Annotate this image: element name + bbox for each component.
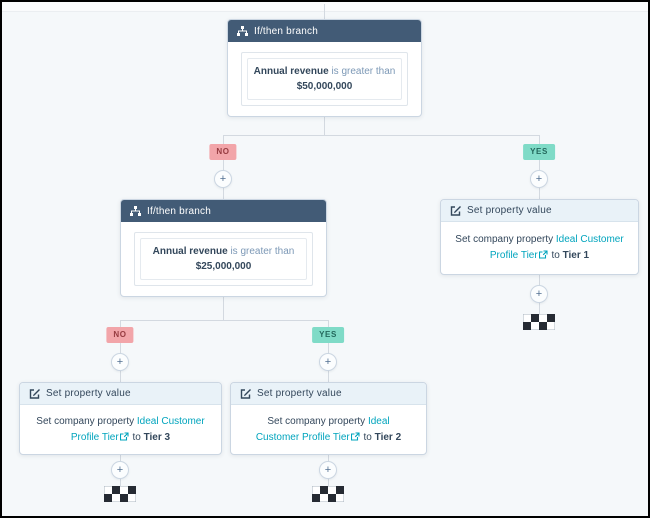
branch-node-title: If/then branch bbox=[254, 25, 318, 37]
add-action-button[interactable]: + bbox=[319, 461, 337, 479]
connector-line bbox=[324, 117, 325, 135]
plus-icon: + bbox=[219, 172, 227, 185]
connector-line bbox=[223, 135, 539, 136]
branch-node-body: Annual revenue is greater than $25,000,0… bbox=[121, 222, 326, 296]
action-text-prefix: Set company property bbox=[455, 234, 554, 245]
condition-box: Annual revenue is greater than $25,000,0… bbox=[134, 232, 313, 286]
edit-icon bbox=[450, 205, 461, 216]
set-property-node-tier1[interactable]: Set property value Set company property … bbox=[440, 199, 639, 275]
edit-icon bbox=[29, 388, 40, 399]
add-action-button[interactable]: + bbox=[530, 170, 548, 188]
plus-icon: + bbox=[324, 355, 332, 368]
action-value: Tier 1 bbox=[562, 250, 590, 261]
condition-box: Annual revenue is greater than $50,000,0… bbox=[241, 52, 408, 106]
connector-line bbox=[324, 4, 325, 19]
add-action-button[interactable]: + bbox=[111, 353, 129, 371]
property-link-label: Ideal Customer Profile Tier bbox=[255, 415, 390, 443]
property-link-label: Ideal Customer Profile Tier bbox=[70, 415, 205, 443]
plus-icon: + bbox=[535, 287, 543, 300]
action-text-prefix: Set company property bbox=[267, 415, 366, 427]
edit-icon bbox=[240, 388, 251, 399]
action-text-mid: to bbox=[132, 431, 141, 443]
condition-property: Annual revenue bbox=[152, 246, 228, 257]
action-node-header: Set property value bbox=[441, 200, 638, 222]
condition-property: Annual revenue bbox=[253, 66, 329, 77]
branch-node-header: If/then branch bbox=[228, 20, 421, 42]
action-node-title: Set property value bbox=[467, 205, 552, 216]
action-value: Tier 3 bbox=[143, 431, 171, 443]
external-link-icon bbox=[119, 431, 129, 447]
set-property-node-tier3[interactable]: Set property value Set company property … bbox=[19, 382, 222, 455]
condition-value: $50,000,000 bbox=[296, 81, 353, 92]
sitemap-icon bbox=[237, 25, 248, 37]
action-node-title: Set property value bbox=[46, 388, 131, 399]
action-value: Tier 2 bbox=[374, 431, 402, 443]
external-link-icon bbox=[350, 431, 360, 447]
condition-operator: is greater than bbox=[230, 246, 295, 257]
checkered-flag-icon bbox=[311, 485, 345, 507]
plus-icon: + bbox=[116, 463, 124, 476]
checkered-flag-icon bbox=[522, 313, 556, 335]
branch-yes-label: YES bbox=[523, 144, 555, 160]
action-node-body: Set company property Ideal Customer Prof… bbox=[20, 405, 221, 455]
if-then-branch-node-top[interactable]: If/then branch Annual revenue is greater… bbox=[227, 19, 422, 117]
action-text-prefix: Set company property bbox=[36, 415, 135, 427]
connector-line bbox=[223, 297, 224, 320]
connector-line bbox=[120, 320, 121, 382]
condition-value: $25,000,000 bbox=[195, 261, 252, 272]
checkered-flag-icon bbox=[103, 485, 137, 507]
action-node-header: Set property value bbox=[20, 383, 221, 405]
condition-operator: is greater than bbox=[331, 66, 396, 77]
action-node-body: Set company property Ideal Customer Prof… bbox=[441, 222, 638, 275]
action-text-mid: to bbox=[551, 250, 560, 261]
plus-icon: + bbox=[116, 355, 124, 368]
branch-yes-label: YES bbox=[312, 327, 344, 343]
connector-line bbox=[120, 320, 328, 321]
branch-no-label: NO bbox=[106, 327, 134, 343]
add-action-button[interactable]: + bbox=[214, 170, 232, 188]
external-link-icon bbox=[538, 249, 548, 265]
action-node-header: Set property value bbox=[231, 383, 426, 405]
condition-text: Annual revenue is greater than $25,000,0… bbox=[140, 238, 307, 280]
connector-line bbox=[328, 320, 329, 382]
branch-node-header: If/then branch bbox=[121, 200, 326, 222]
sitemap-icon bbox=[130, 205, 141, 217]
property-link-label: Ideal Customer Profile Tier bbox=[489, 234, 624, 261]
action-text-mid: to bbox=[363, 431, 372, 443]
branch-node-title: If/then branch bbox=[147, 205, 211, 217]
connector-line bbox=[539, 135, 540, 199]
canvas-top-strip bbox=[2, 2, 648, 12]
condition-text: Annual revenue is greater than $50,000,0… bbox=[247, 58, 402, 100]
add-action-button[interactable]: + bbox=[530, 285, 548, 303]
property-link[interactable]: Ideal Customer Profile Tier bbox=[256, 416, 390, 443]
if-then-branch-node-nested[interactable]: If/then branch Annual revenue is greater… bbox=[120, 199, 327, 297]
branch-node-body: Annual revenue is greater than $50,000,0… bbox=[228, 42, 421, 116]
property-link[interactable]: Ideal Customer Profile Tier bbox=[490, 234, 624, 261]
add-action-button[interactable]: + bbox=[111, 461, 129, 479]
plus-icon: + bbox=[535, 172, 543, 185]
branch-no-label: NO bbox=[209, 144, 237, 160]
action-node-title: Set property value bbox=[257, 388, 342, 399]
action-node-body: Set company property Ideal Customer Prof… bbox=[231, 405, 426, 455]
plus-icon: + bbox=[324, 463, 332, 476]
add-action-button[interactable]: + bbox=[319, 353, 337, 371]
connector-line bbox=[223, 135, 224, 199]
set-property-node-tier2[interactable]: Set property value Set company property … bbox=[230, 382, 427, 455]
property-link[interactable]: Ideal Customer Profile Tier bbox=[71, 416, 205, 443]
